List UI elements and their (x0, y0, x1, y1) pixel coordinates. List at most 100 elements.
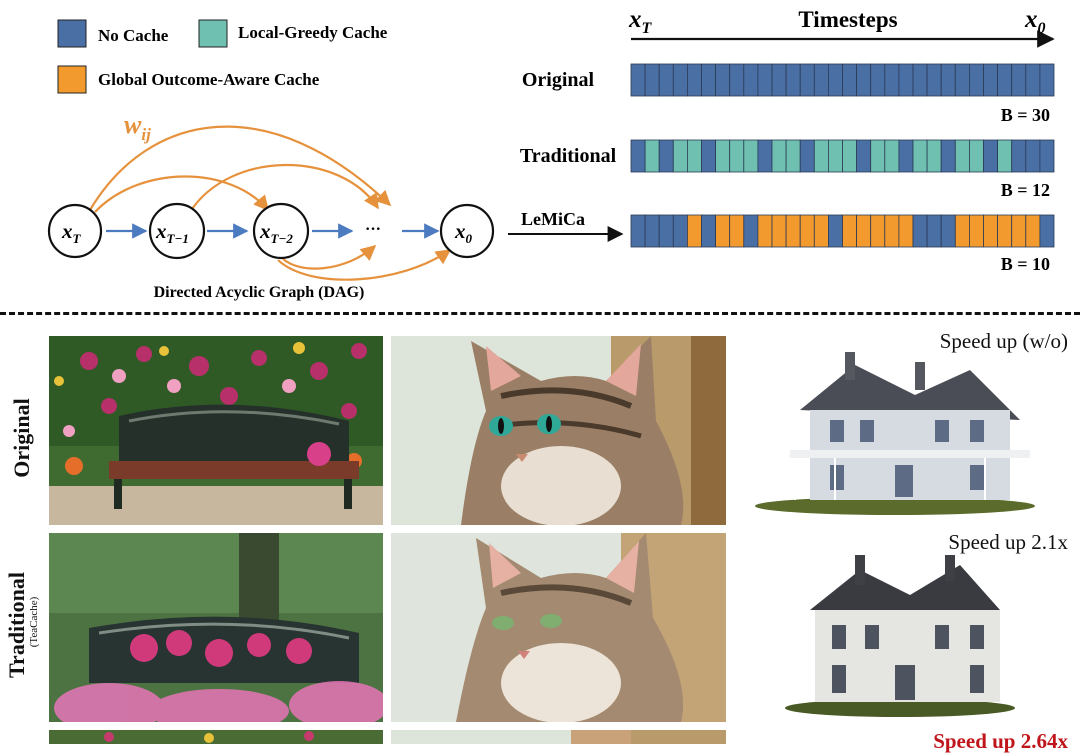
schedule-cell-original-6 (715, 63, 731, 97)
schedule-cell-traditional-15 (842, 139, 858, 173)
schedule-cell-lemica-23 (954, 214, 970, 248)
schedule-cell-original-27 (1011, 63, 1027, 97)
schedule-cell-lemica-8 (743, 214, 759, 248)
schedule-cell-traditional-18 (884, 139, 900, 173)
schedule-cell-lemica-18 (884, 214, 900, 248)
skip-edge-xT2-to-dots-low (281, 244, 377, 270)
schedule-cell-traditional-11 (785, 139, 801, 173)
schedule-cell-traditional-26 (997, 139, 1013, 173)
schedule-cell-traditional-6 (715, 139, 731, 173)
schedule-cell-traditional-29 (1039, 139, 1055, 173)
schedule-cell-original-18 (884, 63, 900, 97)
schedule-cell-traditional-0 (630, 139, 646, 173)
method-diagram: No Cache Local-Greedy Cache Global Outco… (47, 6, 1055, 301)
schedule-cell-original-14 (828, 63, 843, 97)
schedule-cell-lemica-5 (701, 214, 717, 248)
schedule-cell-original-29 (1039, 63, 1055, 97)
schedule-cell-original-19 (898, 63, 914, 97)
row-label-original: Original (9, 398, 34, 478)
image-garden-bench-traditional (49, 533, 383, 722)
schedule-cell-original-11 (785, 63, 801, 97)
schedule-cell-original-7 (729, 63, 745, 97)
dag-node-ellipsis: ··· (365, 221, 381, 238)
svg-text:x0: x0 (454, 219, 473, 246)
image-cat-original (391, 336, 726, 525)
schedule-cell-original-13 (813, 63, 829, 97)
schedule-cell-traditional-19 (898, 139, 914, 173)
schedule-cell-traditional-25 (983, 139, 999, 173)
schedule-cell-traditional-20 (912, 139, 928, 173)
schedule-cell-lemica-0 (630, 214, 646, 248)
timeline-start-label: xT (628, 6, 653, 37)
skip-edge-xT-to-dots-high (89, 125, 392, 211)
schedule-cell-original-15 (842, 63, 858, 97)
legend-label-no-cache: No Cache (98, 26, 169, 45)
schedule-bars (630, 63, 1055, 248)
row-sublabel-traditional: (TeaCache) (28, 596, 40, 648)
schedule-cell-original-2 (658, 63, 674, 97)
schedule-cell-lemica-25 (983, 214, 999, 248)
schedule-cell-lemica-4 (687, 214, 702, 248)
schedule-cell-original-8 (743, 63, 759, 97)
svg-text:xT−2: xT−2 (259, 219, 293, 246)
schedule-cell-lemica-13 (813, 214, 829, 248)
schedule-cell-original-16 (856, 63, 872, 97)
skip-edge-xT-to-xT2 (94, 175, 269, 213)
schedule-cell-original-24 (969, 63, 984, 97)
schedule-cell-lemica-22 (940, 214, 956, 248)
schedule-cell-traditional-24 (969, 139, 984, 173)
schedule-cell-traditional-10 (771, 139, 787, 173)
dag-node-xT-2: xT−2 (252, 202, 310, 260)
schedule-cell-original-4 (687, 63, 702, 97)
schedule-cell-traditional-4 (687, 139, 702, 173)
schedule-cell-traditional-3 (672, 139, 688, 173)
schedule-cell-traditional-1 (644, 139, 660, 173)
speedup-lemica: Speed up 2.64x (933, 729, 1068, 753)
image-garden-bench-lemica-partial (49, 730, 383, 744)
image-cat-lemica-partial (391, 730, 726, 744)
schedule-cell-lemica-21 (926, 214, 942, 248)
legend-label-local-greedy: Local-Greedy Cache (238, 23, 388, 42)
schedule-cell-lemica-2 (658, 214, 674, 248)
schedule-cell-traditional-13 (813, 139, 829, 173)
dag-node-xT: xT (47, 203, 103, 259)
dag-skip-edges (89, 125, 452, 281)
schedule-cell-traditional-5 (701, 139, 717, 173)
schedule-cell-original-26 (997, 63, 1013, 97)
schedule-cell-original-1 (644, 63, 660, 97)
row-label-traditional: Traditional (4, 572, 29, 678)
schedule-cell-traditional-28 (1025, 139, 1041, 173)
schedule-cell-lemica-9 (757, 214, 773, 248)
legend-swatch-no-cache (57, 19, 87, 48)
schedule-cell-original-9 (757, 63, 773, 97)
legend-label-global-aware: Global Outcome-Aware Cache (98, 70, 320, 89)
schedule-cell-lemica-29 (1039, 214, 1055, 248)
schedule-cell-lemica-17 (870, 214, 886, 248)
timeline-title: Timesteps (798, 7, 897, 32)
schedule-cell-original-5 (701, 63, 717, 97)
schedule-cell-traditional-17 (870, 139, 886, 173)
schedule-label-lemica: LeMiCa (521, 209, 585, 229)
schedule-cell-original-17 (870, 63, 886, 97)
schedule-cell-original-23 (954, 63, 970, 97)
schedule-cell-lemica-20 (912, 214, 928, 248)
budget-traditional: B = 12 (1001, 180, 1050, 200)
schedule-cell-lemica-3 (672, 214, 688, 248)
schedule-cell-original-21 (926, 63, 942, 97)
schedule-cell-lemica-28 (1025, 214, 1041, 248)
budget-original: B = 30 (1001, 105, 1050, 125)
skip-edge-xT2-to-x0 (277, 249, 452, 281)
image-garden-bench-original (49, 336, 383, 525)
schedule-cell-lemica-19 (898, 214, 914, 248)
schedule-cell-lemica-12 (799, 214, 815, 248)
timeline-end-label: x0 (1024, 6, 1046, 37)
schedule-cell-traditional-9 (757, 139, 773, 173)
speedup-traditional: Speed up 2.1x (948, 530, 1068, 554)
schedule-cell-traditional-2 (658, 139, 674, 173)
schedule-cell-original-12 (799, 63, 815, 97)
legend: No Cache Local-Greedy Cache Global Outco… (57, 19, 388, 94)
schedule-cell-traditional-23 (954, 139, 970, 173)
schedule-cell-traditional-8 (743, 139, 759, 173)
legend-swatch-global-aware (57, 65, 87, 94)
schedule-label-original: Original (522, 69, 595, 91)
